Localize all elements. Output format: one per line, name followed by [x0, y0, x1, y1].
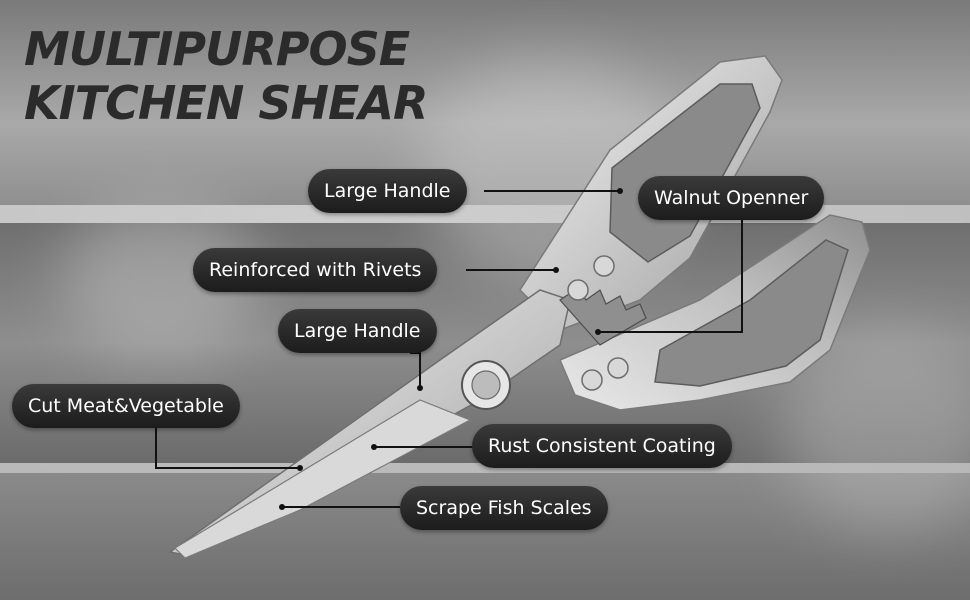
lower-blade — [174, 399, 472, 559]
label-large-handle-top: Large Handle — [308, 169, 467, 213]
leader-dots — [279, 188, 623, 510]
label-reinforced-rivets: Reinforced with Rivets — [193, 248, 438, 292]
leader-lines — [155, 190, 743, 508]
background-band — [0, 0, 970, 205]
label-large-handle-mid: Large Handle — [278, 309, 437, 353]
rivet — [607, 357, 629, 379]
label-rust-coating: Rust Consistent Coating — [472, 424, 732, 468]
label-scrape-fish-scales: Scrape Fish Scales — [400, 486, 608, 530]
headline: MULTIPURPOSE KITCHEN SHEAR — [24, 22, 428, 130]
background-highlight-band — [0, 463, 970, 473]
label-cut-meat-vegetable: Cut Meat&Vegetable — [12, 384, 240, 428]
headline-line-2: KITCHEN SHEAR — [24, 76, 428, 130]
upper-handle-opening — [609, 83, 761, 263]
rivet — [567, 279, 589, 301]
pivot-screw-inner — [471, 370, 501, 400]
rivet — [593, 255, 615, 277]
headline-line-1: MULTIPURPOSE — [24, 22, 410, 76]
rivet — [581, 369, 603, 391]
label-walnut-opener: Walnut Openner — [638, 176, 825, 220]
lower-handle-opening — [654, 239, 849, 387]
